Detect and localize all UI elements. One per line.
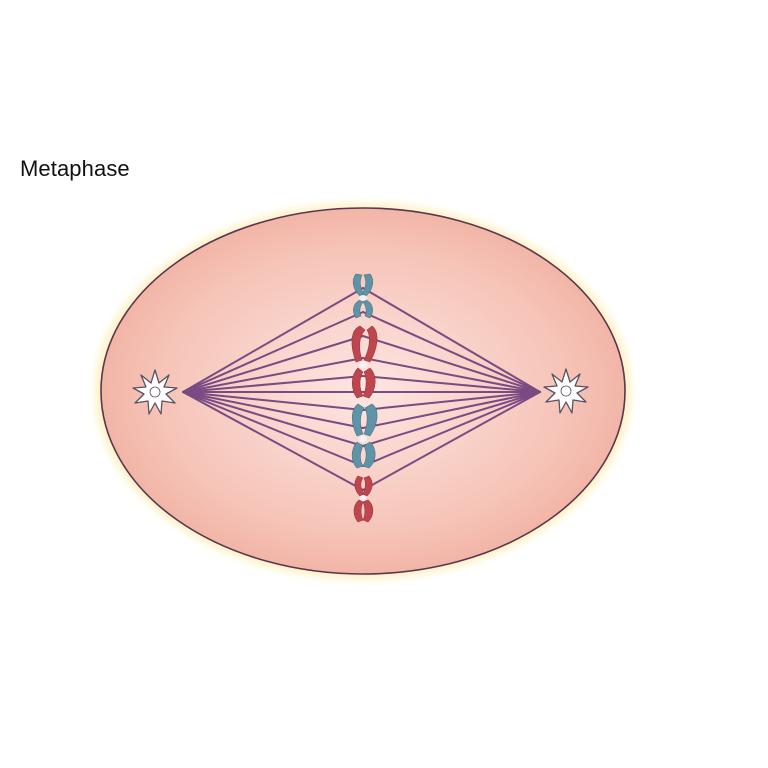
phase-title: Metaphase <box>20 156 130 181</box>
chromosome-red-large <box>351 325 378 399</box>
chromosome-red-small <box>353 475 374 523</box>
centrosome-right-icon <box>543 368 589 414</box>
centrosome-left-icon <box>132 369 178 415</box>
chromosome-blue-large <box>351 403 378 469</box>
spindle-fibers <box>182 287 541 491</box>
chromosome-blue-small <box>352 273 374 319</box>
